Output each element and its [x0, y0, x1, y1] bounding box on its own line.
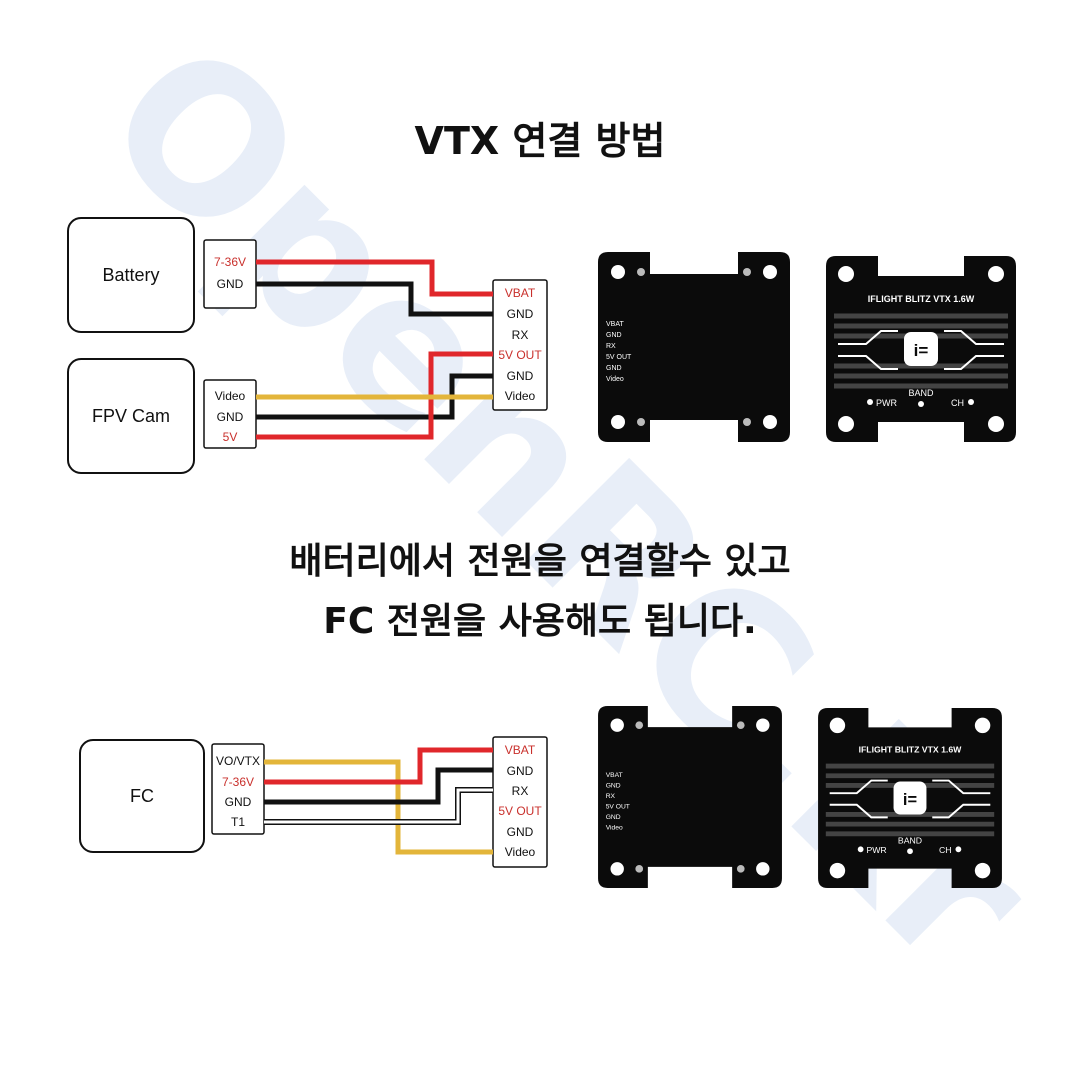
mount-hole	[988, 416, 1004, 432]
wire-gnd-black-2	[264, 767, 493, 805]
back-silk-gnd2-2: GND	[606, 814, 621, 821]
fpv-cam-box: FPV Cam	[67, 358, 195, 474]
ch-label: CH	[951, 398, 964, 408]
band-label-2: BAND	[898, 835, 922, 845]
vtx2-pin-rx: RX	[511, 784, 529, 798]
mount-hole	[610, 862, 624, 876]
mount-hole	[838, 416, 854, 432]
battery-pin-gnd: GND	[216, 277, 244, 291]
pwr-label: PWR	[876, 398, 897, 408]
wire-video-yellow-2	[264, 759, 493, 855]
board-title-2: IFLIGHT BLITZ VTX 1.6W	[859, 745, 963, 755]
logo-badge	[904, 332, 938, 366]
vtx2-pin-vbat: VBAT	[504, 743, 536, 757]
pwr-label-2: PWR	[866, 845, 886, 855]
back-silk-rx-2: RX	[606, 793, 616, 800]
fpv-cam-label: FPV Cam	[91, 405, 170, 426]
mount-hole	[988, 266, 1004, 282]
cam-pin-video: Video	[214, 389, 246, 403]
mount-hole	[974, 862, 991, 879]
vtx2-pin-gnd: GND	[506, 764, 534, 778]
cam-connector	[203, 379, 257, 449]
mount-hole	[763, 415, 777, 429]
mount-hole	[829, 862, 846, 879]
ch-led-2	[955, 846, 962, 853]
fc-pin-gnd: GND	[224, 795, 252, 809]
fc-pin-vo-vtx: VO/VTX	[215, 754, 260, 768]
band-button-2	[907, 848, 913, 855]
vtx1-pin-5vout: 5V OUT	[498, 348, 542, 362]
vtx1-pin-vbat: VBAT	[504, 286, 536, 300]
wire-t1-white	[264, 788, 493, 824]
vtx-board-back-2: VBAT GND RX 5V OUT GND Video	[598, 706, 782, 888]
back-silk-vbat-2: VBAT	[606, 772, 623, 779]
vtx2-pin-gnd2: GND	[506, 825, 534, 839]
band-label: BAND	[908, 388, 934, 398]
battery-box: Battery	[67, 217, 195, 333]
board-title: IFLIGHT BLITZ VTX 1.6W	[868, 294, 975, 304]
battery-connector	[203, 239, 257, 309]
vtx2-pin-5vout: 5V OUT	[498, 804, 542, 818]
logo-badge-2	[893, 781, 927, 815]
back-silk-rx: RX	[606, 343, 616, 350]
vtx1-pin-video: Video	[504, 389, 536, 403]
fc-box: FC	[79, 739, 205, 853]
main-title: VTX 연결 방법	[414, 119, 666, 163]
vtx2-pin-video: Video	[504, 845, 536, 859]
cam-pin-5v: 5V	[222, 430, 238, 444]
logo-text: i=	[914, 341, 929, 360]
mount-hole	[756, 862, 770, 876]
mount-hole	[838, 266, 854, 282]
wire-vbat-red-2	[264, 747, 493, 785]
back-silk-5vout: 5V OUT	[606, 354, 632, 361]
vtx-board-back-1: VBAT GND RX 5V OUT GND Video	[598, 252, 790, 442]
mount-hole	[611, 265, 625, 279]
logo-text-2: i=	[903, 791, 917, 809]
ch-label-2: CH	[939, 845, 952, 855]
mount-hole	[829, 717, 846, 734]
vtx-connector-1	[492, 279, 548, 411]
wire-gnd-black	[256, 281, 493, 317]
fc-pin-t1: T1	[230, 815, 245, 829]
vtx1-pin-gnd: GND	[506, 307, 534, 321]
fc-connector	[211, 743, 265, 835]
mount-hole	[974, 717, 991, 734]
pwr-led	[867, 399, 873, 405]
vtx-connector-2	[492, 736, 548, 868]
subtitle-line-1: 배터리에서 전원을 연결할수 있고	[289, 541, 791, 582]
fc-pin-vin: 7-36V	[221, 775, 255, 789]
vtx-board-front-1: IFLIGHT BLITZ VTX 1.6W i= BAND PWR CH	[826, 256, 1016, 442]
back-silk-5vout-2: 5V OUT	[606, 803, 630, 810]
back-silk-gnd: GND	[606, 332, 622, 339]
back-silk-gnd2: GND	[606, 365, 622, 372]
vtx1-pin-gnd2: GND	[506, 369, 534, 383]
ch-led	[968, 399, 974, 405]
mount-hole	[610, 718, 624, 732]
back-silk-gnd-2: GND	[606, 782, 621, 789]
fc-label: FC	[130, 785, 154, 806]
mount-hole	[763, 265, 777, 279]
back-silk-vbat: VBAT	[606, 321, 624, 328]
back-silk-video: Video	[606, 376, 624, 383]
pwr-led-2	[857, 846, 864, 853]
mount-hole	[756, 718, 770, 732]
battery-label: Battery	[102, 264, 160, 285]
vtx1-pin-rx: RX	[511, 328, 529, 342]
back-silk-video-2: Video	[606, 825, 623, 832]
mount-hole	[611, 415, 625, 429]
band-button	[918, 401, 924, 407]
battery-pin-vin: 7-36V	[213, 255, 247, 269]
vtx-board-front-2: IFLIGHT BLITZ VTX 1.6W i= BAND PWR CH	[818, 708, 1002, 888]
wire-vbat-red	[256, 259, 493, 297]
cam-pin-gnd: GND	[216, 410, 244, 424]
subtitle-line-2: FC 전원을 사용해도 됩니다.	[323, 601, 757, 642]
